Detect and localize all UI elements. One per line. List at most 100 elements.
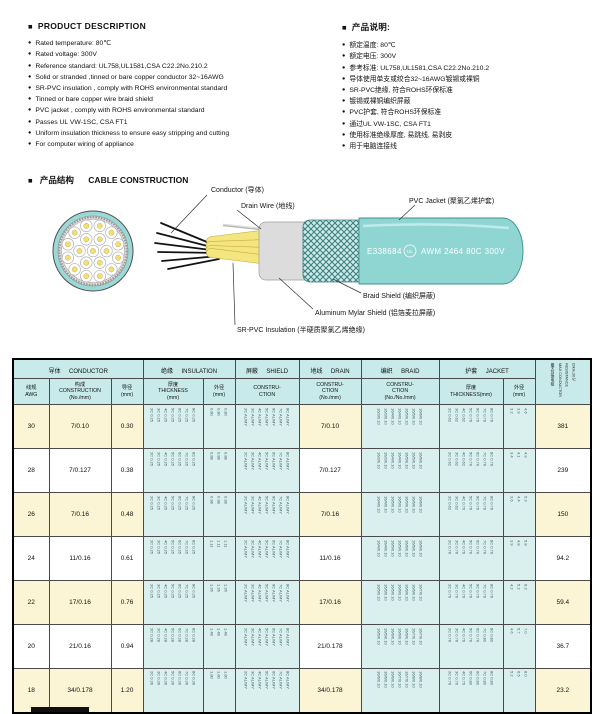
spec-line: 3C 0.25 [156,539,162,554]
spec-line: 16/6/0.10 [397,627,403,645]
spec-line: 7C AL/MY [278,671,284,690]
spec-line: 6C AL/MY [271,583,277,602]
spec-line: 3C 0.28 [156,627,162,642]
resistance-header-line: Ω/km,20℃ [571,362,576,382]
spec-line: 7C 0.25 [184,407,190,422]
spec-line: 0.80 [216,407,222,416]
spec-line: 2C 0.76 [447,583,453,598]
spec-line: 4C 0.76 [461,671,467,686]
spec-line: 6C 0.25 [177,451,183,466]
spec-line: 5C 0.25 [170,583,176,598]
spec-line: 4C 0.25 [163,583,169,598]
spec-line: 4.8 [516,539,522,546]
spec-item: SR-PVC绝缘, 符合ROHS环保标准 [342,85,592,96]
group-conductor-en: CONDUCTOR [69,369,108,375]
spec-line: 16/6/0.10 [411,495,417,513]
spec-line: 7C 0.80 [482,671,488,686]
spec-line: 5C 0.80 [468,671,474,686]
spec-line: 1.48 [209,627,215,636]
spec-line: 8.0 [523,671,529,677]
group-drain-cn: 地线 [310,369,323,375]
jacket-print-cert: E338684 [367,247,402,256]
spec-line: 3.4 [509,451,515,458]
spec-line: 16/4/0.10 [397,451,403,469]
spec-line: 1.80 [209,671,215,680]
spec-line: 1.26 [209,583,215,592]
cell-construction: 7/0.127 [48,448,112,493]
label-drain-wire: Drain Wire (地线) [241,201,295,210]
cell-awg: 18 [12,668,50,713]
spec-line: 0.98 [209,495,215,504]
spec-line: 16/5/0.10 [411,407,417,425]
cell-cond_od: 0.76 [110,580,144,625]
spec-line: 5C AL/MY [264,451,270,470]
jacket-highlight [362,223,510,230]
spec-line: 1.48 [223,627,229,636]
spec-line: 6C 0.25 [177,495,183,510]
spec-line: 8C 0.76 [489,583,495,598]
spec-line: 1.80 [216,671,222,680]
spec-line: 2C 0.25 [149,495,155,510]
spec-line: 3.9 [516,407,522,414]
group-jacket-en: JACKET [485,369,509,375]
top-section: PRODUCT DESCRIPTION Rated temperature: 8… [28,14,593,152]
spec-line: 16/4/0.10 [376,495,382,513]
specification-table: 导体 CONDUCTOR 绝缘 INSULATION 屏蔽 SHIELD 地线 … [12,358,593,714]
spec-line: 7C 0.80 [482,627,488,642]
spec-line: 3.9 [509,539,515,546]
cell-construction: 7/0.10 [48,404,112,449]
spec-line: 8C 0.80 [489,671,495,686]
spec-line: 16/5/0.10 [397,539,403,557]
spec-line: 3C AL/MY [250,451,256,470]
spec-line: 5.3 [523,495,529,502]
spec-line: 7C AL/MY [278,583,284,602]
spec-item: 导体使用单支或绞合32~16AWG镀锡或裸铜 [342,74,592,85]
spec-line: 7C 0.36 [184,671,190,686]
cell-awg: 30 [12,404,50,449]
spec-line: 5C 0.76 [468,451,474,466]
spec-line: 4C 0.62 [461,451,467,466]
spec-line: 3C AL/MY [250,627,256,646]
product-description-list: Rated temperature: 80℃Rated voltage: 300… [28,38,342,150]
spec-item: Passes UL VW-1SC, CSA FT1 [28,117,342,128]
spec-line: 4.9 [523,451,529,458]
cell-cond_od: 0.38 [110,448,144,493]
spec-line: 5.7 [516,627,522,634]
spec-line: 16/7/0.10 [418,583,424,601]
cell-resistance: 239 [534,448,592,493]
spec-line: 2C AL/MY [243,671,249,690]
spec-line: 5C 0.76 [468,495,474,510]
spec-line: 16/5/0.10 [376,627,382,645]
cell-drain: 21/0.178 [298,624,362,669]
spec-line: 1.11 [223,539,229,548]
spec-line: 16/7/0.10 [411,627,417,645]
label-pvc-jacket: PVC Jacket (聚氯乙烯护套) [409,196,494,205]
spec-line: 2C 0.76 [447,671,453,686]
spec-line: 4C 0.36 [163,671,169,686]
spec-line: 2C 0.36 [149,671,155,686]
resistance-header-line: 最大导体电阻 [551,362,555,386]
cell-cond_od: 0.94 [110,624,144,669]
group-header-conductor: 导体 CONDUCTOR [12,358,144,379]
cell-awg: 24 [12,536,50,581]
spec-line: 4C 0.76 [461,495,467,510]
spec-line: 8C 0.76 [489,539,495,554]
cable-cross-section [52,210,134,292]
cell-cond_od: 0.48 [110,492,144,537]
spec-line: 3C 0.25 [156,495,162,510]
spec-line: 2C 0.25 [149,451,155,466]
